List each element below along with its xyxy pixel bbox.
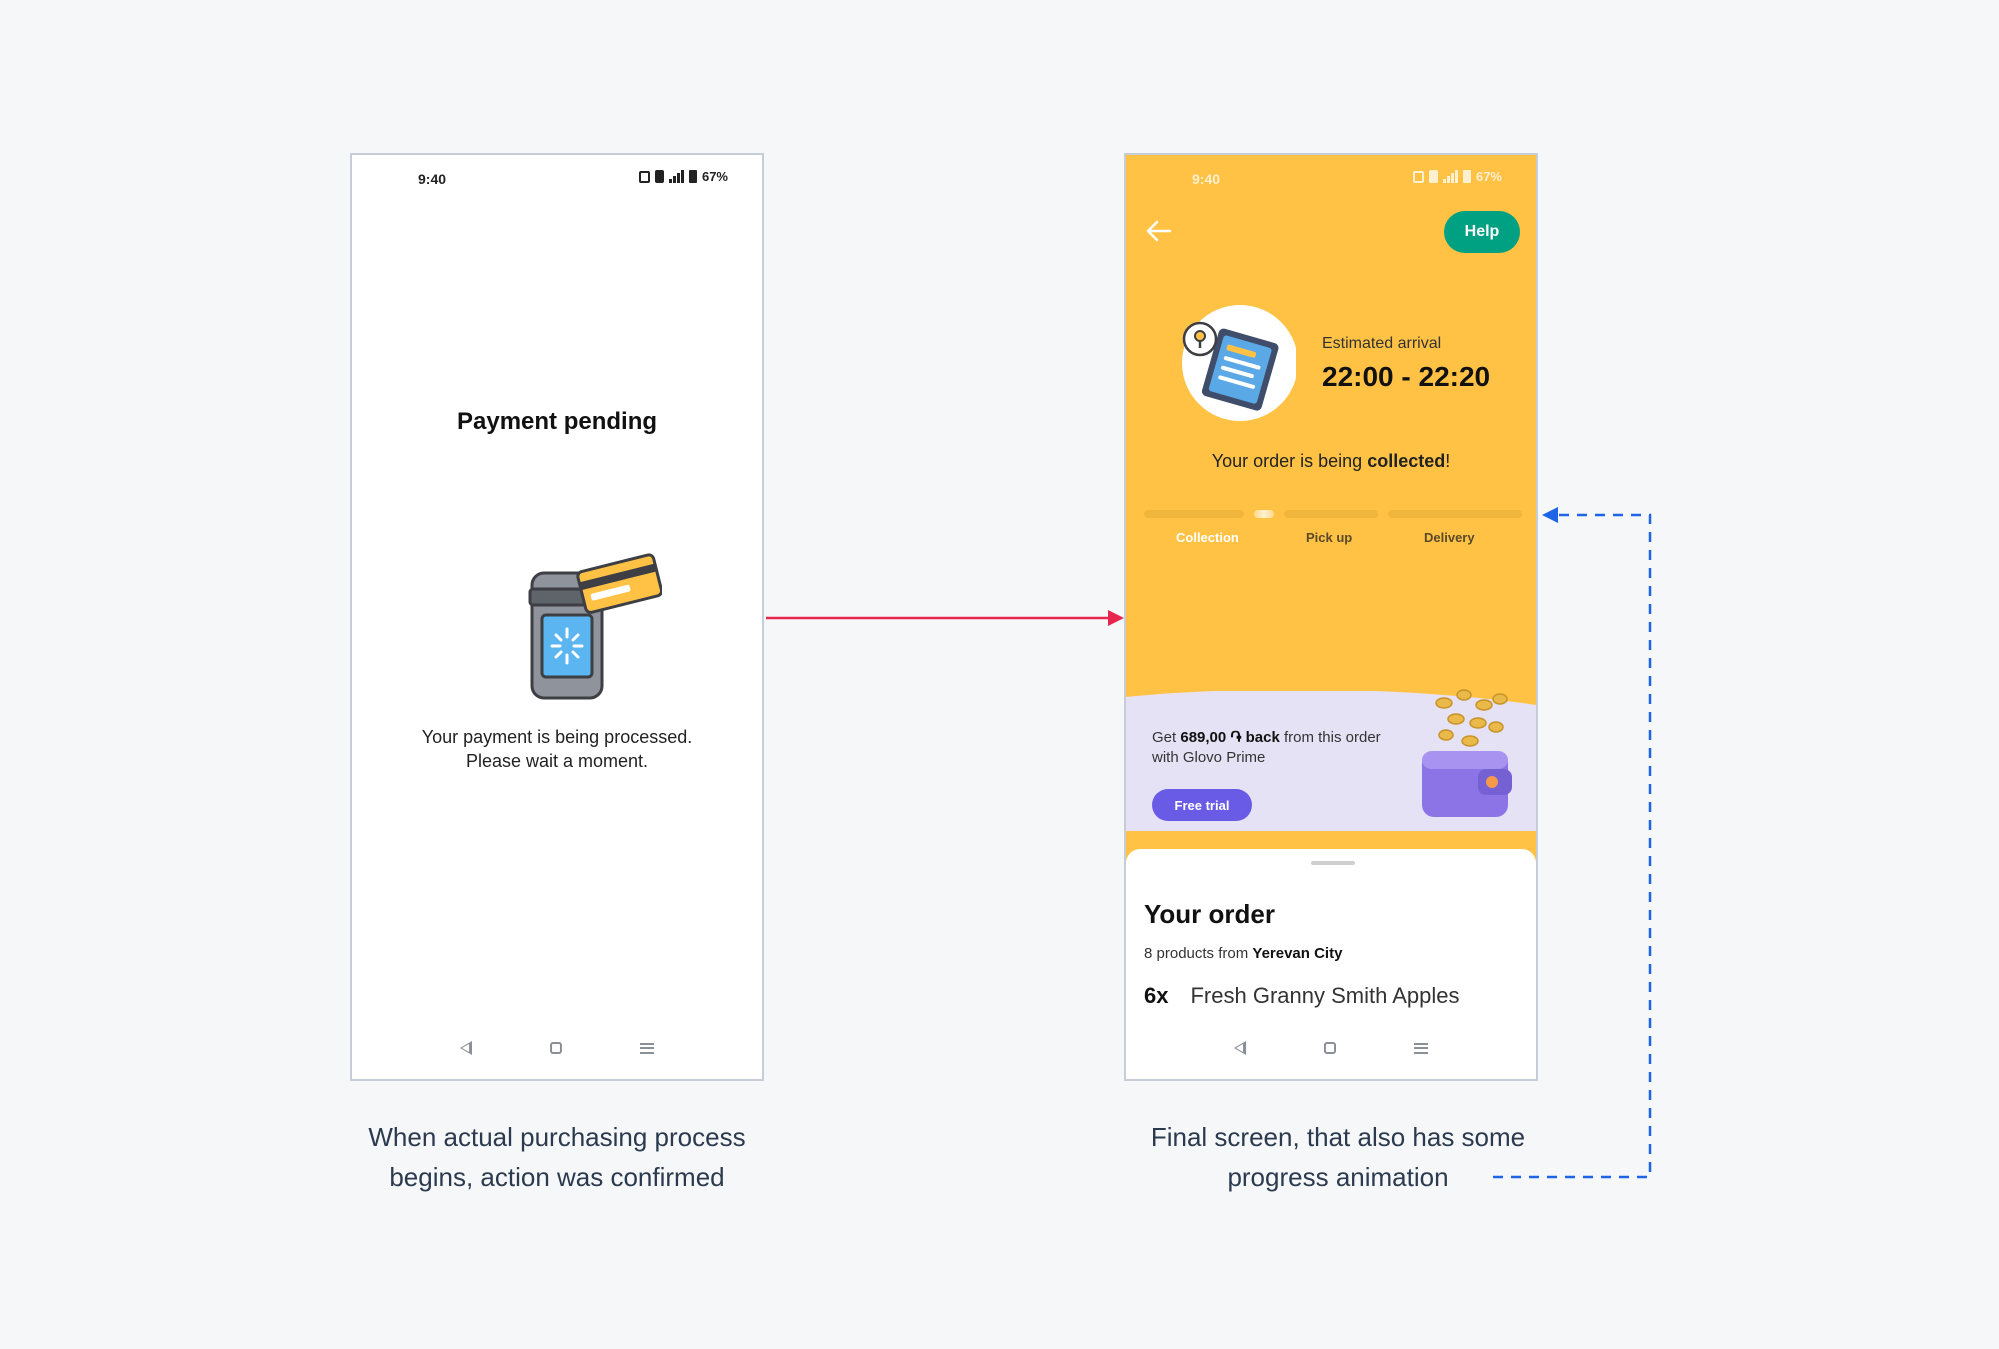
free-trial-button[interactable]: Free trial bbox=[1152, 789, 1252, 821]
estimated-arrival-label: Estimated arrival bbox=[1322, 335, 1442, 352]
progress-animation-shimmer bbox=[1254, 510, 1274, 518]
nfc-icon bbox=[1412, 170, 1424, 183]
your-order-title: Your order bbox=[1144, 899, 1275, 929]
battery-percent: 67% bbox=[1475, 169, 1502, 184]
order-status-prefix: Your order is being bbox=[1211, 451, 1368, 471]
progress-segment-delivery bbox=[1388, 510, 1522, 518]
step-label-pickup: Pick up bbox=[1306, 530, 1353, 545]
status-icons: 67% bbox=[638, 169, 728, 184]
promo-amount: 689,00 ֏ back bbox=[1180, 729, 1280, 746]
vibrate-icon bbox=[654, 170, 664, 183]
nav-back-icon[interactable] bbox=[1234, 1041, 1246, 1055]
flow-arrow-blue-dashed bbox=[1493, 513, 1652, 1179]
caption-right: Final screen, that also has some progres… bbox=[1078, 1117, 1598, 1197]
estimated-arrival-time: 22:00 - 22:20 bbox=[1322, 361, 1491, 392]
sheet-drag-handle[interactable] bbox=[1311, 861, 1355, 865]
order-store-name: Yerevan City bbox=[1252, 945, 1343, 962]
payment-pending-screen: 9:40 67% Payment pending bbox=[350, 153, 764, 1081]
order-item-quantity: 6x bbox=[1144, 983, 1169, 1008]
wallet-coins-icon bbox=[1422, 689, 1512, 817]
promo-suffix: from this order with Glovo Prime bbox=[1152, 729, 1381, 766]
order-item-name: Fresh Granny Smith Apples bbox=[1190, 983, 1460, 1008]
status-bar: 9:40 67% bbox=[352, 155, 762, 199]
step-label-delivery: Delivery bbox=[1424, 530, 1475, 545]
caption-left: When actual purchasing process begins, a… bbox=[297, 1117, 817, 1197]
status-time: 9:40 bbox=[1192, 171, 1221, 187]
signal-icon bbox=[668, 170, 684, 183]
help-button[interactable]: Help bbox=[1444, 211, 1520, 253]
nfc-icon bbox=[638, 170, 650, 183]
order-tracking-screen: 9:40 67% Help Estimated arrival 22:00 - … bbox=[1124, 153, 1538, 1081]
battery-icon bbox=[688, 170, 697, 183]
order-tablet-icon bbox=[1182, 305, 1296, 421]
progress-segment-collection bbox=[1144, 510, 1244, 518]
order-products-count: 8 products from Yerevan City bbox=[1144, 945, 1342, 962]
payment-message-line2: Please wait a moment. bbox=[465, 751, 649, 771]
android-nav-bar bbox=[1126, 1017, 1536, 1079]
battery-icon bbox=[1462, 170, 1471, 183]
step-label-collection: Collection bbox=[1176, 530, 1239, 545]
order-status-text: Your order is being collected! bbox=[1126, 451, 1536, 472]
signal-icon bbox=[1442, 170, 1458, 183]
nav-home-icon[interactable] bbox=[550, 1042, 562, 1054]
your-order-sheet[interactable]: Your order 8 products from Yerevan City … bbox=[1126, 849, 1536, 1079]
order-count-text: 8 products from bbox=[1144, 945, 1253, 962]
page-title: Payment pending bbox=[456, 408, 658, 435]
nav-recents-icon[interactable] bbox=[640, 1042, 654, 1054]
progress-segment-pickup bbox=[1284, 510, 1378, 518]
order-status-bold: collected bbox=[1367, 451, 1446, 471]
nav-recents-icon[interactable] bbox=[1414, 1042, 1428, 1054]
vibrate-icon bbox=[1428, 170, 1438, 183]
nav-back-icon[interactable] bbox=[460, 1041, 472, 1055]
caption-right-line1: Final screen, that also has some bbox=[1150, 1122, 1526, 1152]
flow-arrow-red-head bbox=[1108, 610, 1124, 626]
flow-arrow-blue-head bbox=[1542, 507, 1558, 523]
android-nav-bar bbox=[352, 1017, 762, 1079]
caption-left-line2: begins, action was confirmed bbox=[389, 1162, 725, 1192]
status-icons: 67% bbox=[1412, 169, 1502, 184]
order-item-row: 6x Fresh Granny Smith Apples bbox=[1144, 983, 1460, 1009]
payment-message-line1: Your payment is being processed. bbox=[421, 727, 693, 747]
payment-terminal-icon bbox=[528, 553, 662, 700]
caption-left-line1: When actual purchasing process bbox=[368, 1122, 746, 1152]
promo-prefix: Get bbox=[1152, 729, 1181, 746]
payment-message: Your payment is being processed. Please … bbox=[352, 725, 762, 773]
nav-home-icon[interactable] bbox=[1324, 1042, 1336, 1054]
order-status-suffix: ! bbox=[1445, 451, 1451, 471]
status-time: 9:40 bbox=[418, 171, 447, 187]
back-arrow-icon[interactable] bbox=[1144, 217, 1174, 245]
status-bar: 9:40 67% bbox=[1126, 155, 1536, 199]
prime-promo-text: Get 689,00 ֏ back from this order with G… bbox=[1152, 728, 1392, 768]
caption-right-line2: progress animation bbox=[1227, 1162, 1449, 1192]
battery-percent: 67% bbox=[701, 169, 728, 184]
